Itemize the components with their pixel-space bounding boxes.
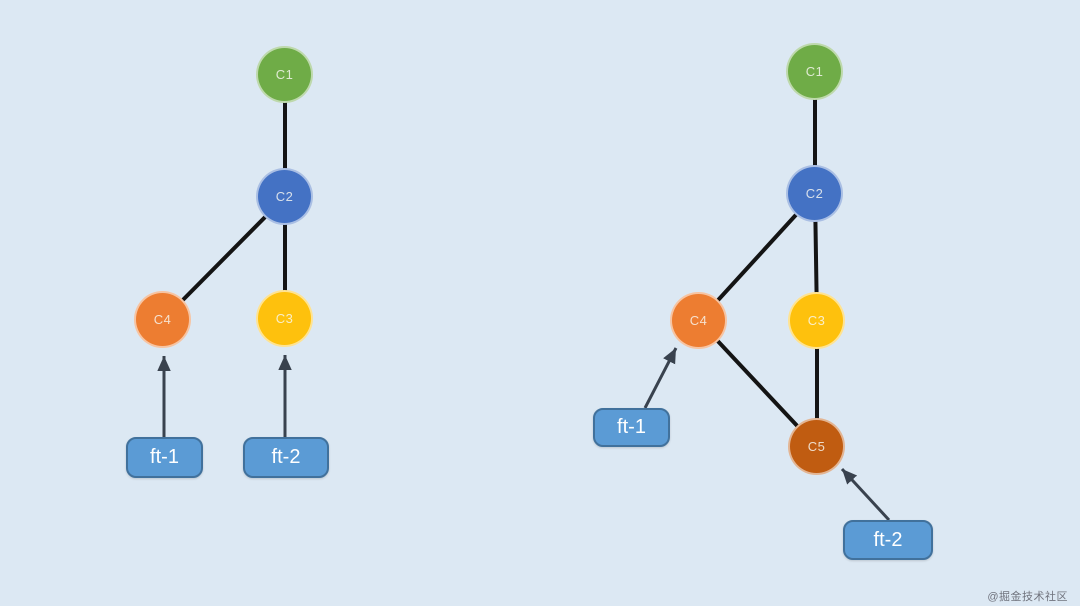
branch-label: ft-1 (617, 416, 646, 438)
commit-label: C2 (275, 189, 294, 204)
left-commit-node-c3: C3 (256, 290, 313, 347)
watermark: @掘金技术社区 (987, 591, 1068, 603)
commit-label: C5 (807, 439, 826, 454)
branch-label: ft-1 (150, 446, 179, 468)
left-branch-box-ft2: ft-2 (243, 437, 329, 478)
right-commit-node-c1: C1 (786, 43, 843, 100)
right-commit-node-c3: C3 (788, 292, 845, 349)
branch-label: ft-2 (271, 446, 301, 468)
right-commit-node-c4: C4 (670, 292, 727, 349)
left-commit-node-c2: C2 (256, 168, 313, 225)
right-commit-node-c5: C5 (788, 418, 845, 475)
right-arrow-ft2-c5 (840, 467, 891, 522)
commit-label: C3 (275, 311, 294, 326)
commit-label: C3 (807, 313, 826, 328)
right-branch-box-ft2: ft-2 (843, 520, 933, 560)
commit-label: C1 (275, 67, 294, 82)
right-branch-box-ft1: ft-1 (593, 408, 670, 447)
commit-label: C1 (805, 64, 824, 79)
commit-label: C2 (805, 186, 824, 201)
right-arrow-ft1-c4 (643, 347, 678, 409)
right-commit-node-c2: C2 (786, 165, 843, 222)
commit-label: C4 (689, 313, 708, 328)
commit-label: C4 (153, 312, 172, 327)
branch-label: ft-2 (873, 528, 903, 551)
left-branch-box-ft1: ft-1 (126, 437, 203, 478)
left-commit-node-c4: C4 (134, 291, 191, 348)
left-commit-node-c1: C1 (256, 46, 313, 103)
